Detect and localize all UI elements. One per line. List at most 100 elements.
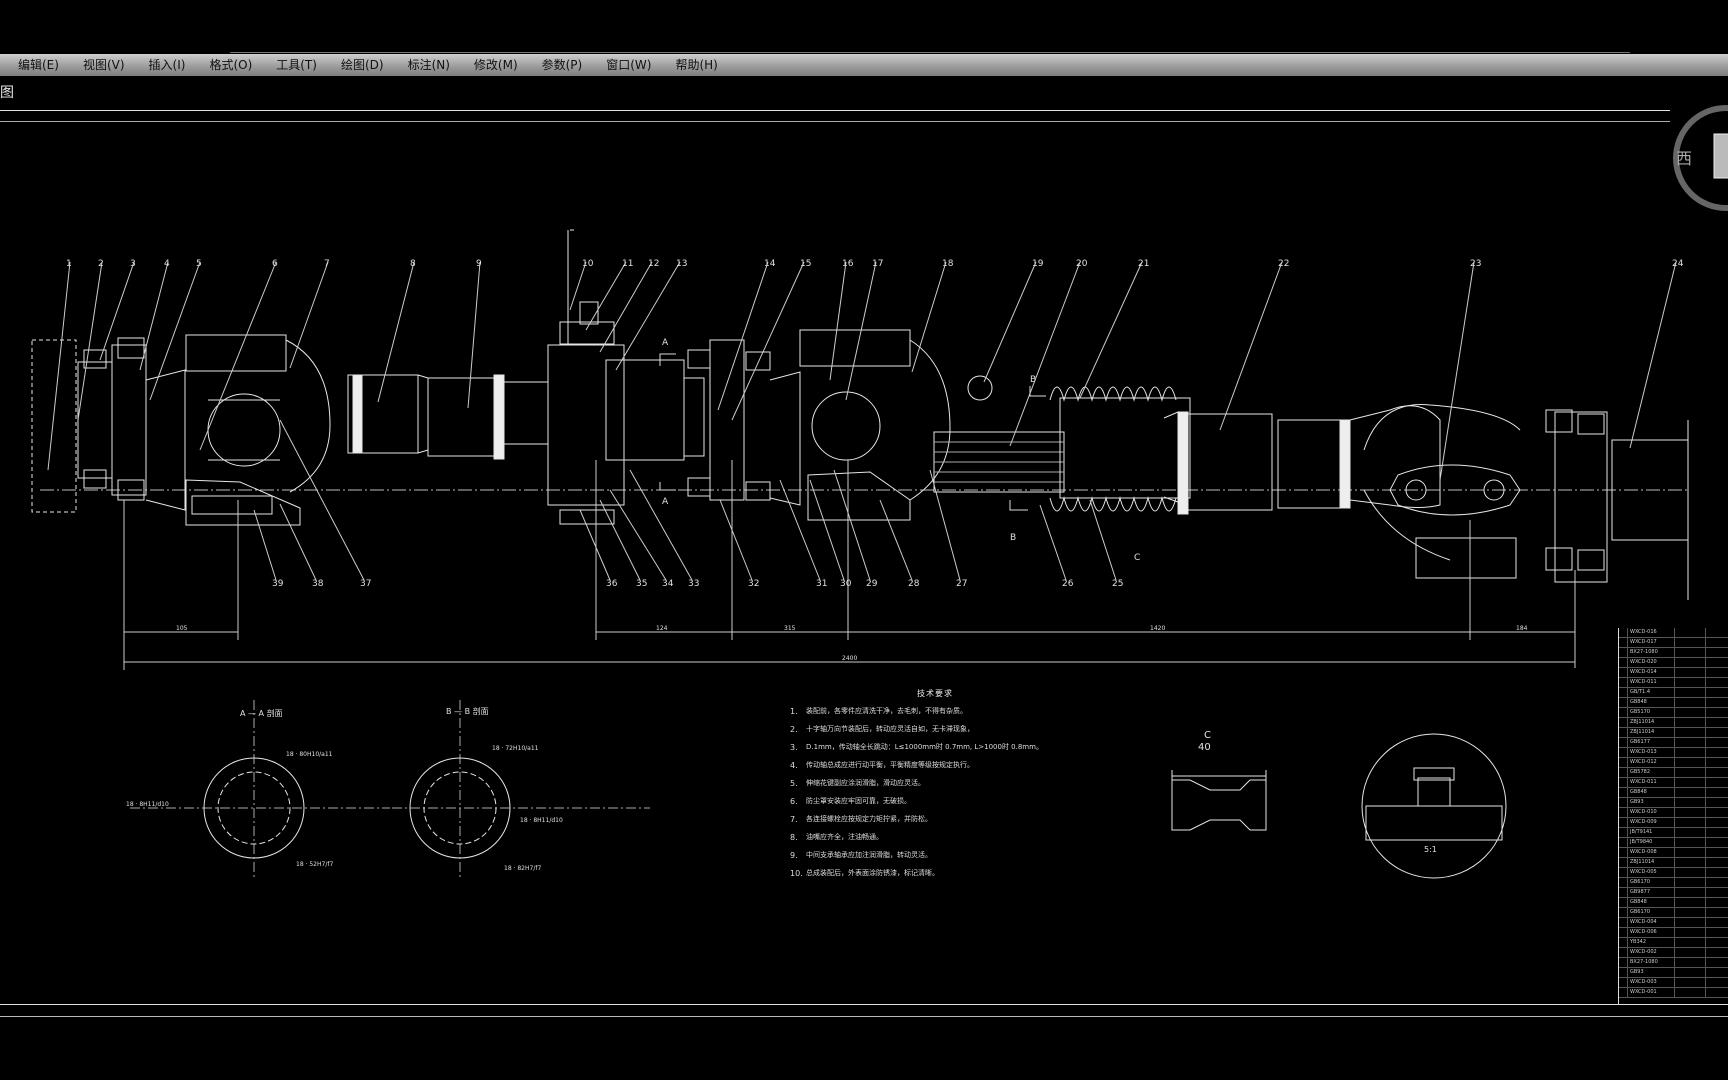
bom-code: WXCD-012	[1628, 758, 1675, 767]
bom-row: WXCD-011	[1619, 678, 1728, 688]
dimension-2: 124	[656, 625, 668, 632]
bom-row: ZBJ11014	[1619, 718, 1728, 728]
spline-label-b3: 18 · 82H7/f7	[504, 865, 541, 872]
menu-item-9[interactable]: 窗口(W)	[606, 58, 652, 72]
note-item: 5. 伸缩花键副应涂润滑脂，滑动应灵活。	[790, 779, 1080, 788]
bom-row: GB93	[1619, 798, 1728, 808]
note-text: 伸缩花键副应涂润滑脂，滑动应灵活。	[806, 779, 925, 787]
cad-drawing: 123456789101112131415161718192021222324 …	[31, 229, 1690, 880]
menu-item-1[interactable]: 视图(V)	[82, 58, 125, 72]
bom-code: WXCD-011	[1628, 678, 1675, 687]
note-text: 中间支承轴承应加注润滑脂，转动灵活。	[806, 851, 932, 859]
spline-label-a3: 18 · 52H7/f7	[296, 861, 333, 868]
bom-row: WXCD-020	[1619, 658, 1728, 668]
dimension-3: 315	[784, 625, 796, 632]
section-mark-a-top: A	[662, 338, 669, 348]
note-number: 3.	[790, 743, 798, 752]
bom-row: WXCD-011	[1619, 778, 1728, 788]
spline-label-b2: 18 · 8H11/d10	[520, 817, 563, 824]
note-number: 8.	[790, 833, 798, 842]
bom-row: WXCD-005	[1619, 868, 1728, 878]
bom-row: ZBJ11014	[1619, 858, 1728, 868]
part-number-label: 17	[872, 259, 883, 269]
part-number-label: 6	[272, 259, 278, 269]
bom-row: WXCD-017	[1619, 638, 1728, 648]
bom-code: BX27-1080	[1628, 648, 1675, 657]
drawing-tab-bar: 图	[0, 78, 1728, 108]
menu-item-7[interactable]: 修改(M)	[473, 58, 518, 72]
part-number-label: 30	[840, 579, 852, 589]
part-number-label: 21	[1138, 259, 1149, 269]
viewcube[interactable]: 西	[1642, 98, 1728, 218]
part-number-label: 10	[582, 259, 594, 269]
bom-code: WXCD-011	[1628, 778, 1675, 787]
bom-code: ZBJ11014	[1628, 728, 1675, 737]
viewport-inner-border	[0, 121, 1670, 122]
bom-row: WXCD-013	[1619, 748, 1728, 758]
bom-code: GB/T1.4	[1628, 688, 1675, 697]
note-number: 5.	[790, 779, 798, 788]
menu-item-5[interactable]: 绘图(D)	[340, 58, 384, 72]
bom-row: WXCD-002	[1619, 948, 1728, 958]
bom-row: JB/T9840	[1619, 838, 1728, 848]
dimension-4: 1420	[1150, 625, 1165, 632]
bom-code: WXCD-003	[1628, 978, 1675, 987]
bom-code: WXCD-004	[1628, 918, 1675, 927]
part-number-label: 38	[312, 579, 324, 589]
viewcube-west-label: 西	[1676, 149, 1692, 168]
part-number-label: 9	[476, 259, 482, 269]
bom-code: GB5782	[1628, 768, 1675, 777]
dimension-total: 2400	[842, 655, 857, 662]
bom-row: GB/T1.4	[1619, 688, 1728, 698]
note-number: 1.	[790, 707, 798, 716]
part-number-label: 20	[1076, 259, 1088, 269]
technical-requirements: 技术要求 1.装配前，各零件应清洗干净，去毛刺，不得有杂质。2.十字轴万向节装配…	[790, 688, 1080, 887]
part-number-label: 11	[622, 259, 633, 269]
menu-item-3[interactable]: 格式(O)	[209, 58, 253, 72]
note-item: 2.十字轴万向节装配后，转动应灵活自如，无卡滞现象，	[790, 725, 1080, 734]
part-number-label: 34	[662, 579, 674, 589]
menu-item-8[interactable]: 参数(P)	[541, 58, 583, 72]
bom-code: WXCD-016	[1628, 628, 1675, 637]
bom-code: JB/T9141	[1628, 828, 1675, 837]
menu-item-6[interactable]: 标注(N)	[407, 58, 450, 72]
bom-code: WXCD-020	[1628, 658, 1675, 667]
note-number: 4.	[790, 761, 798, 770]
part-number-label: 7	[324, 259, 330, 269]
bom-row: WXCD-012	[1619, 758, 1728, 768]
menu-item-10[interactable]: 帮助(H)	[675, 58, 718, 72]
note-number: 9.	[790, 851, 798, 860]
drawing-tab-glyph[interactable]: 图	[0, 85, 14, 101]
bom-row: BX27-1080	[1619, 958, 1728, 968]
bom-row: WXCD-006	[1619, 928, 1728, 938]
bom-code: GB848	[1628, 898, 1675, 907]
note-number: 7.	[790, 815, 798, 824]
part-number-label: 2	[98, 259, 104, 269]
bom-row: WXCD-001	[1619, 988, 1728, 998]
dimension-1: 105	[176, 625, 188, 632]
menu-item-0[interactable]: 编辑(E)	[18, 58, 59, 72]
detail-c-title: C	[1204, 730, 1211, 741]
detail-c-dim: 40	[1198, 742, 1211, 753]
part-number-label: 19	[1032, 259, 1044, 269]
part-number-label: 32	[748, 579, 759, 589]
bom-row: GB5170	[1619, 708, 1728, 718]
bom-row: WXCD-014	[1619, 668, 1728, 678]
bom-row: JB/T9141	[1619, 828, 1728, 838]
part-number-label: 27	[956, 579, 967, 589]
bom-code: GB6170	[1628, 878, 1675, 887]
note-text: 油嘴应齐全，注油畅通。	[806, 833, 883, 841]
menu-item-2[interactable]: 插入(I)	[148, 58, 186, 72]
note-item: 6.防尘罩安装应牢固可靠，无破损。	[790, 797, 1080, 806]
bom-code: GB9877	[1628, 888, 1675, 897]
bom-row: WXCD-008	[1619, 848, 1728, 858]
bom-code: GB848	[1628, 698, 1675, 707]
bom-code: GB6177	[1628, 738, 1675, 747]
menu-item-4[interactable]: 工具(T)	[276, 58, 317, 72]
note-item: 1.装配前，各零件应清洗干净，去毛刺，不得有杂质。	[790, 707, 1080, 716]
part-number-label: 28	[908, 579, 920, 589]
part-number-label: 31	[816, 579, 827, 589]
bom-code: GB6170	[1628, 908, 1675, 917]
